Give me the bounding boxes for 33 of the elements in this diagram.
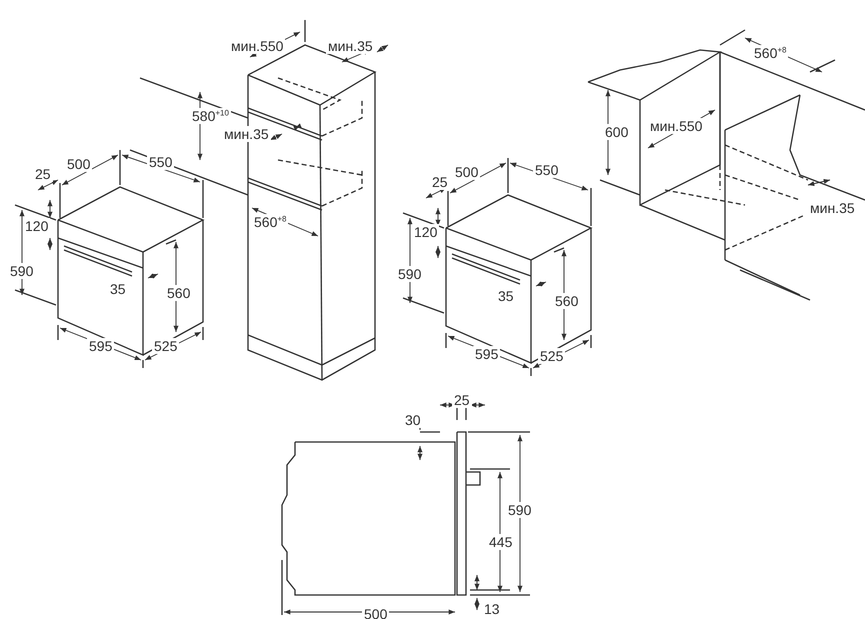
dimension-label: 590 <box>506 502 534 518</box>
dimension-label: 590 <box>8 263 36 279</box>
dimension-label: 525 <box>538 348 566 364</box>
dimension-label: 30 <box>403 412 423 428</box>
dimension-label: 500 <box>362 606 390 619</box>
dimension-label: 560 <box>553 293 580 309</box>
dimension-label: 25 <box>452 392 472 408</box>
dimension-label: 595 <box>87 338 114 354</box>
dimension-label: 600 <box>603 124 630 140</box>
dimension-label: 35 <box>108 281 128 297</box>
dimension-label: 25 <box>33 166 53 182</box>
dimension-label: 550 <box>147 154 174 170</box>
dimension-label: 120 <box>412 224 440 240</box>
dimension-label: 560$^{+8}$ <box>252 214 288 230</box>
dimension-label: мин.35 <box>326 38 375 54</box>
dimension-label: мин.550 <box>229 38 286 54</box>
dimension-label: 550 <box>533 162 560 178</box>
dimension-label: 590 <box>396 266 424 282</box>
dimension-label: 500 <box>65 156 92 172</box>
dimension-label: 500 <box>453 164 480 180</box>
dimension-label: 120 <box>23 218 50 234</box>
dimension-label: мин.35 <box>808 200 857 216</box>
dimension-label: 13 <box>482 601 502 617</box>
dimension-label: 445 <box>487 534 514 550</box>
dimension-label: мин.550 <box>648 118 704 134</box>
dimension-label: 560$^{+8}$ <box>752 45 788 61</box>
dimension-label: 560 <box>165 285 192 301</box>
dimension-label: мин.35 <box>222 126 271 142</box>
dimension-label: 595 <box>473 346 500 362</box>
dimension-label: 580$^{+10}$ <box>190 108 231 124</box>
dimension-label: 25 <box>430 174 450 190</box>
dimension-label: 35 <box>496 288 516 304</box>
dimension-label: 525 <box>152 338 180 354</box>
